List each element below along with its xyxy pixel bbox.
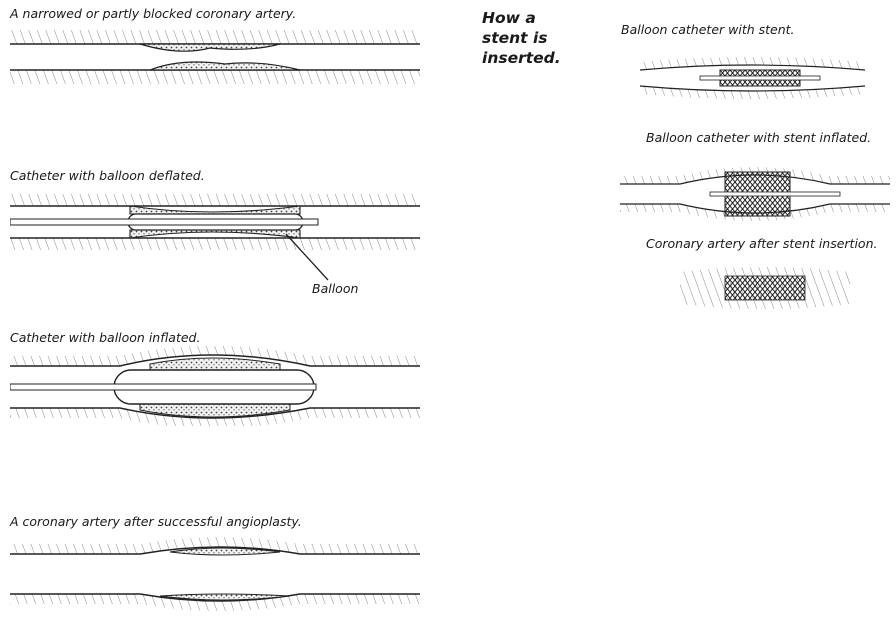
caption-narrowed-artery: A narrowed or partly blocked coronary ar… xyxy=(10,6,296,21)
page-title: How a stent is inserted. xyxy=(482,8,582,68)
catheter-balloon-inflated-illustration xyxy=(10,346,420,426)
caption-catheter-with-stent: Balloon catheter with stent. xyxy=(621,22,795,37)
artery-after-angioplasty-illustration xyxy=(10,534,420,614)
artery-after-stent-insertion-illustration xyxy=(680,262,850,314)
balloon-catheter-with-stent-illustration xyxy=(640,52,865,104)
catheter-balloon-deflated-illustration xyxy=(10,190,420,256)
caption-after-angioplasty: A coronary artery after successful angio… xyxy=(10,514,302,529)
caption-balloon-inflated: Catheter with balloon inflated. xyxy=(10,330,200,345)
balloon-pointer-line xyxy=(280,230,340,285)
balloon-catheter-stent-inflated-illustration xyxy=(620,164,890,222)
caption-stent-inflated: Balloon catheter with stent inflated. xyxy=(646,130,871,145)
balloon-label: Balloon xyxy=(312,281,358,296)
narrowed-artery-illustration xyxy=(10,26,420,88)
caption-after-stent-insertion: Coronary artery after stent insertion. xyxy=(646,236,877,251)
caption-balloon-deflated: Catheter with balloon deflated. xyxy=(10,168,205,183)
